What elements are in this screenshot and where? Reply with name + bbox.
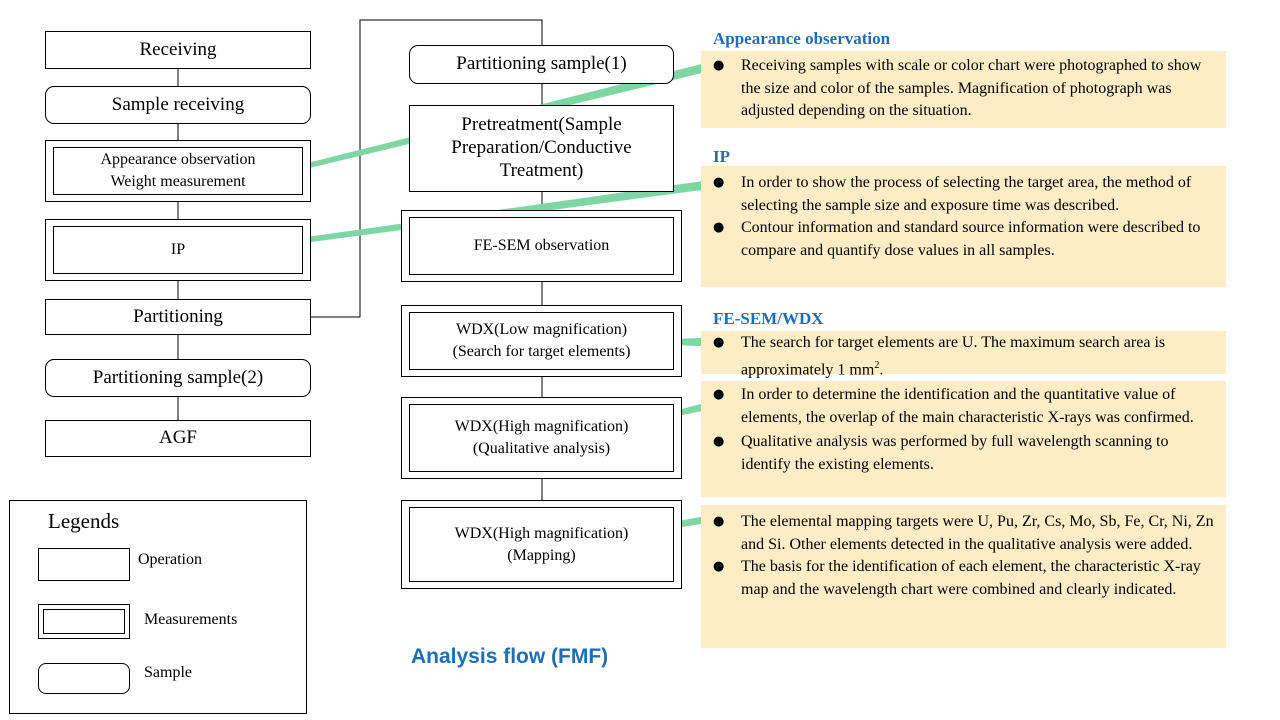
ip-label: IP (53, 226, 303, 274)
analysis-flow-caption: Analysis flow (FMF) (411, 645, 609, 668)
fesem-wdx-note-2-text-1: In order to determine the identification… (741, 386, 1194, 426)
bullet-icon: ● (713, 175, 725, 190)
agf-node: AGF (45, 420, 311, 457)
partitioning-node: Partitioning (45, 299, 311, 335)
legend-box (9, 500, 307, 714)
wdx-low-node: WDX(Low magnification) (Search for targe… (401, 305, 682, 377)
ip-bullet-2-text: Contour information and standard source … (741, 219, 1201, 259)
bullet-icon: ● (713, 220, 725, 235)
arrow-ip (273, 179, 715, 258)
fesem-wdx-note-3-bullet-1: ● The elemental mapping targets were U, … (701, 511, 1218, 556)
receiving-node: Receiving (45, 31, 311, 69)
superscript-2: 2 (874, 359, 880, 371)
fesem-wdx-note-3: ● The elemental mapping targets were U, … (701, 505, 1226, 648)
legend-measurements-swatch (38, 604, 130, 639)
legend-operation-swatch (38, 548, 130, 581)
sample-receiving-label: Sample receiving (111, 93, 245, 115)
bullet-icon: ● (713, 335, 725, 350)
fesem-wdx-note-2-bullet-2: ● Qualitative analysis was performed by … (701, 431, 1218, 476)
receiving-label: Receiving (139, 38, 217, 60)
fesem-node: FE-SEM observation (401, 210, 682, 282)
fesem-wdx-note-3-text-2: The basis for the identification of each… (741, 558, 1201, 598)
ip-note: ● In order to show the process of select… (701, 166, 1226, 287)
partitioning-sample-1-label: Partitioning sample(1) (456, 53, 627, 75)
appearance-note: ● Receiving samples with scale or color … (701, 51, 1226, 128)
fesem-wdx-note-2: ● In order to determine the identificati… (701, 381, 1226, 497)
ip-measurement-node: IP (45, 219, 311, 281)
appearance-heading: Appearance observation (713, 29, 891, 48)
fesem-wdx-heading: FE-SEM/WDX (713, 309, 824, 328)
fesem-label: FE-SEM observation (409, 217, 674, 275)
wdx-high-map-node: WDX(High magnification) (Mapping) (401, 500, 682, 589)
bullet-icon: ● (713, 514, 725, 529)
legend-sample-swatch (38, 663, 130, 694)
fesem-wdx-note-2-text-2: Qualitative analysis was performed by fu… (741, 433, 1169, 473)
partitioning-sample-1-node: Partitioning sample(1) (409, 45, 674, 84)
appearance-measurement-node: Appearance observation Weight measuremen… (45, 140, 311, 202)
legend-sample-label: Sample (144, 664, 192, 681)
fesem-wdx-note-2-bullet-1: ● In order to determine the identificati… (701, 384, 1218, 429)
wdx-high-qual-node: WDX(High magnification) (Qualitative ana… (401, 397, 682, 479)
partitioning-label: Partitioning (133, 305, 223, 327)
legend-title: Legends (48, 509, 120, 533)
bullet-icon: ● (713, 434, 725, 449)
partitioning-sample-2-node: Partitioning sample(2) (45, 359, 311, 397)
bullet-icon: ● (713, 387, 725, 402)
pretreatment-label: Pretreatment(Sample Preparation/Conducti… (451, 114, 632, 181)
fesem-wdx-note-1-text: The search for target elements are U. Th… (741, 334, 1166, 378)
bullet-icon: ● (713, 58, 725, 73)
legend-measurements-inner (43, 609, 125, 634)
sample-receiving-node: Sample receiving (45, 86, 311, 124)
appearance-bullet-text: Receiving samples with scale or color ch… (741, 57, 1202, 119)
wdx-high-map-label: WDX(High magnification) (Mapping) (409, 507, 674, 582)
ip-heading: IP (713, 147, 730, 166)
legend-measurements-label: Measurements (144, 611, 238, 628)
legend-operation-label: Operation (138, 551, 202, 568)
appearance-bullet: ● Receiving samples with scale or color … (701, 55, 1218, 123)
fesem-wdx-note-3-text-1: The elemental mapping targets were U, Pu… (741, 513, 1214, 553)
ip-bullet-1: ● In order to show the process of select… (701, 172, 1218, 217)
appearance-measurement-label: Appearance observation Weight measuremen… (53, 147, 303, 195)
agf-label: AGF (158, 427, 197, 449)
ip-bullet-2: ● Contour information and standard sourc… (701, 217, 1218, 262)
fesem-wdx-note-3-bullet-2: ● The basis for the identification of ea… (701, 556, 1218, 601)
branch-connector (311, 19, 543, 318)
wdx-low-label: WDX(Low magnification) (Search for targe… (409, 312, 674, 370)
wdx-high-qual-label: WDX(High magnification) (Qualitative ana… (409, 404, 674, 472)
bullet-icon: ● (713, 559, 725, 574)
pretreatment-node: Pretreatment(Sample Preparation/Conducti… (409, 105, 674, 192)
fesem-wdx-note-1: ● The search for target elements are U. … (701, 331, 1226, 378)
fesem-wdx-note-1-period: . (879, 360, 884, 378)
ip-bullet-1-text: In order to show the process of selectin… (741, 174, 1192, 214)
partitioning-sample-2-label: Partitioning sample(2) (92, 366, 264, 388)
fesem-wdx-note-1-bullet: ● The search for target elements are U. … (701, 332, 1218, 381)
